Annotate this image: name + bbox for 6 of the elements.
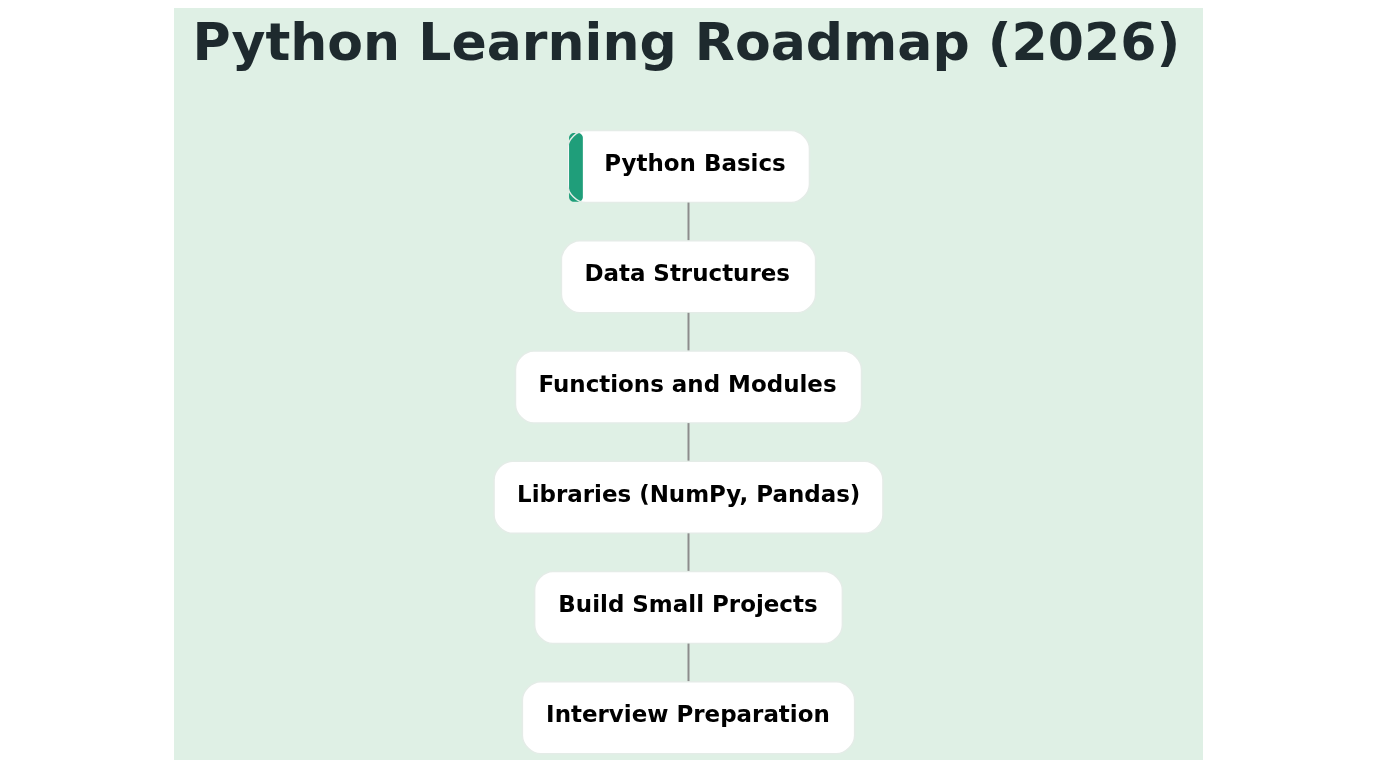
connector xyxy=(687,201,689,242)
diagram-title: Python Learning Roadmap (2026) xyxy=(191,12,1180,73)
connector xyxy=(687,532,689,572)
connector xyxy=(687,642,689,683)
connector xyxy=(687,311,689,352)
connector xyxy=(687,422,689,462)
